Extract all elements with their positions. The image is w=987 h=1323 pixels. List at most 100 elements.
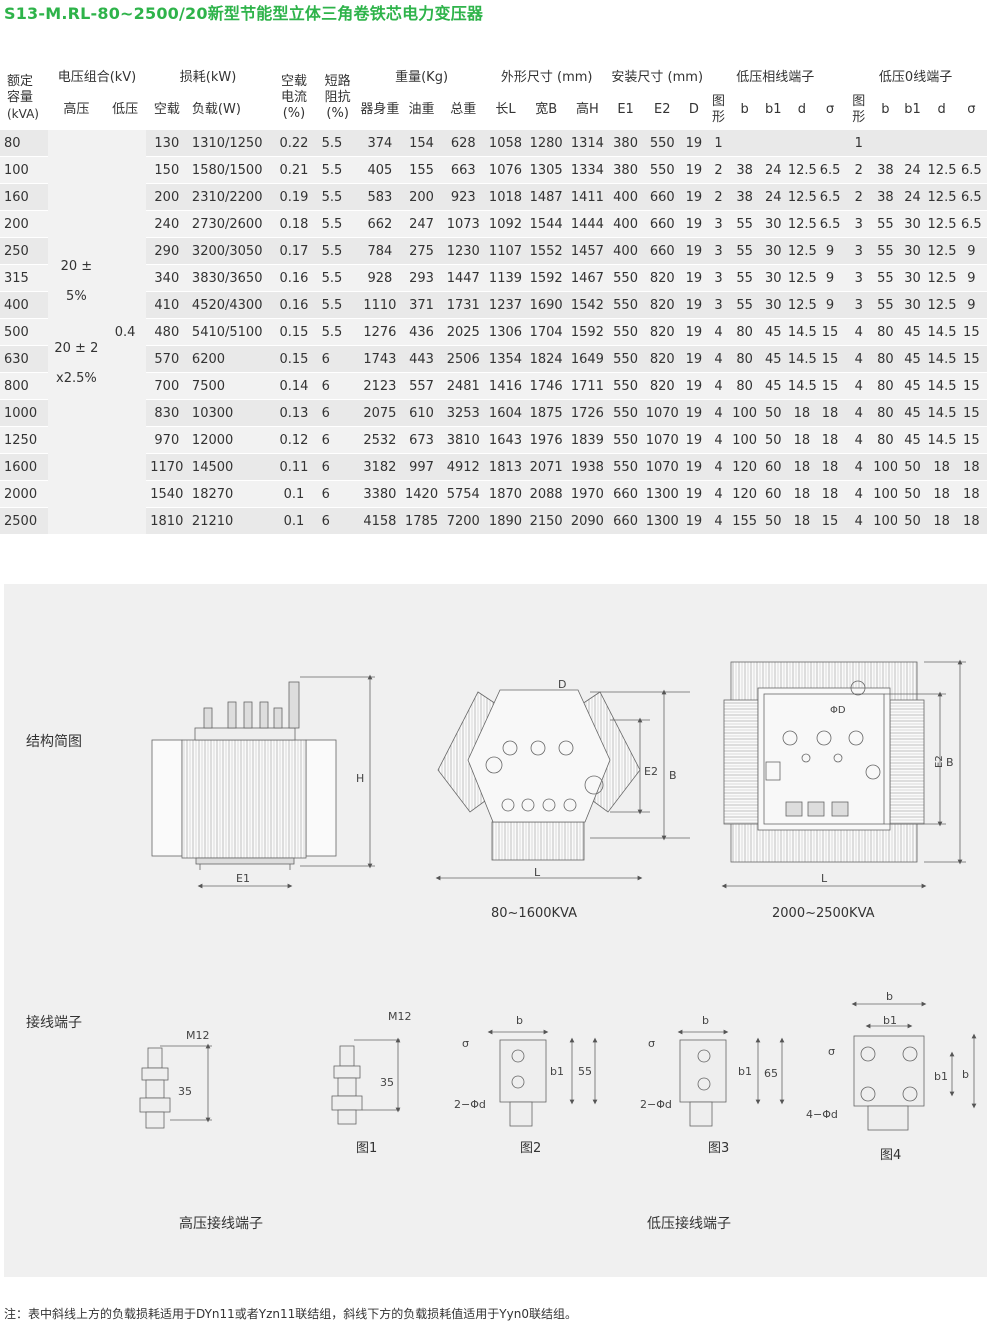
table-cell: 443 [401, 345, 442, 373]
table-cell: 660 [643, 183, 682, 211]
table-cell: 480 [145, 318, 188, 346]
table-cell: 5.5 [317, 264, 358, 292]
table-cell: 4 [844, 318, 874, 346]
table-cell: 19 [681, 156, 707, 184]
table-cell: 1743 [357, 345, 402, 373]
table-cell: 200 [0, 210, 49, 238]
table-cell: 9 [815, 264, 845, 292]
table-cell: 18 [815, 426, 845, 454]
table-cell: 9 [815, 291, 845, 319]
table-cell: 5.5 [317, 130, 358, 157]
dim-2phid-fig3-label: 2−Φd [640, 1098, 672, 1111]
table-cell: 4 [706, 426, 731, 454]
top-view-small-drawing [435, 689, 690, 881]
table-cell: 673 [401, 426, 442, 454]
table-cell: 30 [758, 237, 788, 265]
table-cell: 340 [145, 264, 188, 292]
table-cell: 14.5 [927, 318, 956, 346]
dim-b-label: B [669, 769, 677, 782]
table-cell: 3 [844, 291, 874, 319]
table-cell: 1976 [525, 426, 567, 454]
table-cell: 18 [927, 507, 956, 535]
table-cell: 19 [681, 372, 707, 400]
table-cell: 38 [730, 183, 759, 211]
header-body-weight: 器身重 [360, 102, 400, 117]
table-cell: 18 [787, 426, 816, 454]
table-cell: 100 [730, 399, 759, 427]
table-cell: 55 [873, 237, 898, 265]
dim-d-label: D [558, 678, 566, 691]
table-cell: 0.12 [270, 426, 318, 454]
table-cell: 1000 [0, 399, 49, 427]
table-cell: 500 [0, 318, 49, 346]
table-cell: 923 [441, 183, 486, 211]
header-b-zero: b [881, 102, 890, 117]
dim-b1-fig4-top-label: b1 [883, 1014, 897, 1027]
table-cell: 1810 [145, 507, 188, 535]
table-cell: 4 [706, 507, 731, 535]
table-cell: 19 [681, 183, 707, 211]
table-cell: 660 [607, 507, 644, 535]
table-cell: 2506 [441, 345, 486, 373]
table-cell: 2500 [0, 507, 49, 535]
table-cell: 662 [357, 210, 402, 238]
table-cell: 30 [758, 291, 788, 319]
table-cell: 2123 [357, 372, 402, 400]
table-cell: 55 [730, 237, 759, 265]
table-cell: 1444 [566, 210, 608, 238]
table-cell: 1604 [485, 399, 526, 427]
dim-e2-large-label: E2 [934, 755, 945, 768]
table-cell: 80 [730, 318, 759, 346]
table-cell: 12.5 [927, 291, 956, 319]
table-cell: 55 [730, 264, 759, 292]
table-cell: 4 [706, 372, 731, 400]
table-cell: 970 [145, 426, 188, 454]
table-cell: 1938 [566, 453, 608, 481]
table-cell: 1890 [485, 507, 526, 535]
header-total-weight: 总重 [450, 102, 477, 117]
table-cell: 3830/3650 [187, 264, 271, 292]
header-b-phase: b [740, 102, 749, 117]
table-cell: 2075 [357, 399, 402, 427]
table-cell: 6 [317, 480, 358, 508]
table-cell: 1824 [525, 345, 567, 373]
table-cell: 830 [145, 399, 188, 427]
table-cell: 30 [758, 264, 788, 292]
header-d-phase: d [797, 102, 807, 117]
table-cell: 5.5 [317, 183, 358, 211]
table-cell: 45 [758, 372, 788, 400]
table-cell: 120 [730, 480, 759, 508]
table-cell: 24 [897, 156, 928, 184]
table-cell: 380 [607, 156, 644, 184]
table-cell: 5410/5100 [187, 318, 271, 346]
table-cell: 150 [145, 156, 188, 184]
table-cell: 4 [706, 399, 731, 427]
dim-l-large-label: L [821, 872, 828, 885]
table-cell: 250 [0, 237, 49, 265]
table-cell: 1416 [485, 372, 526, 400]
table-cell: 1110 [357, 291, 402, 319]
table-cell: 371 [401, 291, 442, 319]
table-cell: 820 [643, 318, 682, 346]
table-cell: 55 [730, 210, 759, 238]
table-cell: 1711 [566, 372, 608, 400]
table-cell: 3 [706, 291, 731, 319]
table-cell: 1306 [485, 318, 526, 346]
table-cell: 1230 [441, 237, 486, 265]
dim-b-large-label: B [946, 756, 954, 769]
header-outline: 外形尺寸 (mm) [500, 70, 593, 85]
table-cell: 12.5 [787, 183, 816, 211]
table-cell: 2532 [357, 426, 402, 454]
table-cell: 55 [873, 210, 898, 238]
table-cell: 4 [706, 480, 731, 508]
table-cell: 1300 [643, 480, 682, 508]
table-cell: 19 [681, 507, 707, 535]
table-cell: 30 [897, 291, 928, 319]
header-noload-current: 空载电流(%) [280, 74, 307, 121]
table-cell: 820 [643, 345, 682, 373]
table-cell: 60 [758, 480, 788, 508]
table-cell: 1592 [566, 318, 608, 346]
